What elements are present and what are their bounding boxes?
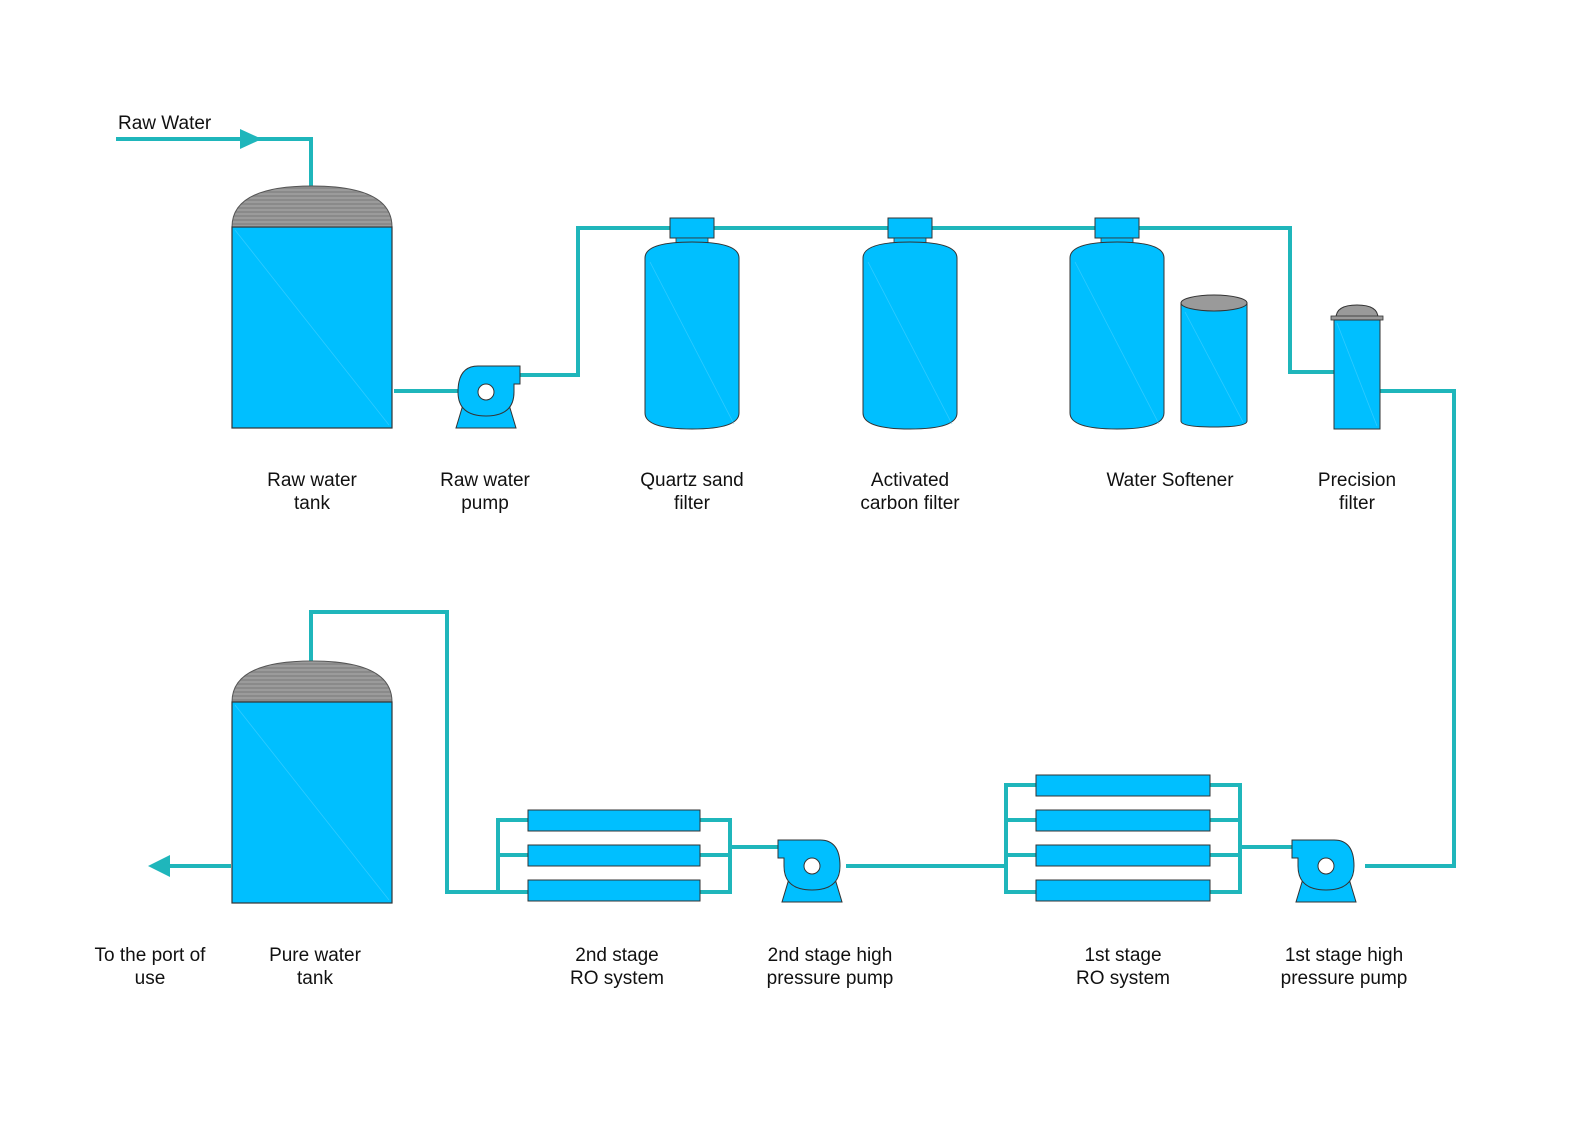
precision-filter xyxy=(1330,304,1384,430)
label-line: Activated xyxy=(870,470,950,491)
water-softener xyxy=(1069,217,1248,430)
label-line: filter xyxy=(674,493,710,514)
label-line: RO system xyxy=(570,968,664,989)
label-outlet: To the port of use xyxy=(80,944,220,990)
label-pump-stage2: 2nd stage high pressure pump xyxy=(745,944,915,990)
pure-tank-dome xyxy=(231,660,393,703)
label-line: 2nd stage xyxy=(575,945,659,966)
pure-water-tank xyxy=(231,660,393,904)
label-line: Quartz sand xyxy=(640,470,744,491)
label-quartz-sand-filter: Quartz sand filter xyxy=(617,469,767,515)
filter-valve-head xyxy=(887,217,933,239)
label-line: Precision xyxy=(1317,470,1397,491)
label-line: Pure water xyxy=(269,945,361,966)
brine-tank xyxy=(1180,302,1248,428)
ro-membrane-tube xyxy=(527,809,701,832)
label-line: 2nd stage high xyxy=(767,945,893,966)
label-line: use xyxy=(134,968,166,989)
inlet-arrow-icon xyxy=(240,129,262,149)
label-line: filter xyxy=(1339,493,1375,514)
label-activated-carbon-filter: Activated carbon filter xyxy=(835,469,985,515)
ro-membrane-tube xyxy=(1035,879,1211,902)
label-raw-water-pump: Raw water pump xyxy=(410,469,560,515)
label-pure-water-tank: Pure water tank xyxy=(240,944,390,990)
label-water-softener: Water Softener xyxy=(1080,469,1260,492)
raw-tank-dome xyxy=(231,185,393,228)
pump-impeller-icon xyxy=(1317,857,1335,875)
outlet-arrow-icon xyxy=(148,855,170,877)
label-line: Water Softener xyxy=(1106,470,1234,491)
label-line: 1st stage high xyxy=(1284,945,1404,966)
pipe-pump-to-header xyxy=(520,226,1334,377)
ro1-manifold-right xyxy=(1210,783,1242,894)
ro2-manifold-right xyxy=(700,818,732,894)
label-line: tank xyxy=(294,493,330,514)
precision-filter-cap xyxy=(1335,304,1379,319)
label-precision-filter: Precision filter xyxy=(1297,469,1417,515)
raw-water-tank xyxy=(231,185,393,429)
filter-valve-head xyxy=(1094,217,1140,239)
2nd-stage-high-pressure-pump xyxy=(777,839,843,903)
label-line: 1st stage xyxy=(1084,945,1162,966)
label-line: pressure pump xyxy=(766,968,894,989)
label-line: RO system xyxy=(1076,968,1170,989)
inlet-label: Raw Water xyxy=(118,113,212,134)
label-line: pressure pump xyxy=(1280,968,1408,989)
raw-water-pump xyxy=(455,365,521,429)
ro1-manifold-left xyxy=(1004,783,1036,894)
brine-tank-top xyxy=(1180,294,1248,312)
label-ro-stage2: 2nd stage RO system xyxy=(537,944,697,990)
pipe-precision-to-pump1 xyxy=(1365,389,1456,868)
softener-vessel xyxy=(1069,241,1165,430)
pipes xyxy=(116,137,1456,894)
label-line: carbon filter xyxy=(860,493,960,514)
inlet-pipe xyxy=(116,137,313,188)
ro-membrane-tube xyxy=(1035,774,1211,797)
filter-vessel xyxy=(862,241,958,430)
filter-valve-head xyxy=(669,217,715,239)
ro-membrane-tube xyxy=(1035,809,1211,832)
pump-impeller-icon xyxy=(803,857,821,875)
quartz-sand-filter xyxy=(644,217,740,430)
label-line: Raw water xyxy=(267,470,357,491)
ro-membrane-tube xyxy=(527,879,701,902)
label-pump-stage1: 1st stage high pressure pump xyxy=(1254,944,1434,990)
label-raw-water-tank: Raw water tank xyxy=(232,469,392,515)
label-line: Raw water xyxy=(440,470,530,491)
1st-stage-ro-system xyxy=(1035,774,1211,902)
ro-membrane-tube xyxy=(1035,844,1211,867)
ro-membrane-tube xyxy=(527,844,701,867)
ro2-manifold-left xyxy=(309,610,528,894)
label-line: tank xyxy=(297,968,333,989)
activated-carbon-filter xyxy=(862,217,958,430)
filter-vessel xyxy=(644,241,740,430)
1st-stage-high-pressure-pump xyxy=(1291,839,1357,903)
pump-impeller-icon xyxy=(477,383,495,401)
label-ro-stage1: 1st stage RO system xyxy=(1043,944,1203,990)
2nd-stage-ro-system xyxy=(527,809,701,902)
label-line: pump xyxy=(461,493,509,514)
label-line: To the port of xyxy=(94,945,206,966)
